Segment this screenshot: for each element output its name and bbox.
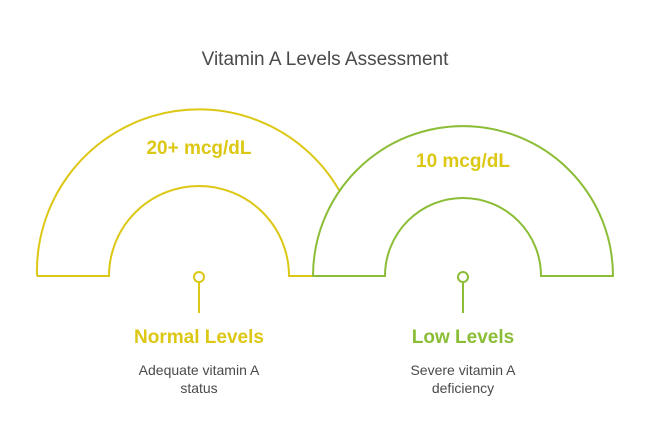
low-desc-line-2: deficiency bbox=[431, 380, 495, 396]
normal-level-arc-inner bbox=[37, 185, 313, 277]
low-level-arc bbox=[311, 125, 615, 277]
normal-level-description: Adequate vitamin A status bbox=[114, 361, 284, 397]
diagram-title: Vitamin A Levels Assessment bbox=[201, 49, 449, 70]
low-level-label: Low Levels bbox=[411, 327, 515, 348]
normal-level-value: 20+ mcg/dL bbox=[146, 138, 252, 159]
normal-level-arc bbox=[35, 108, 340, 277]
low-level-description: Severe vitamin A deficiency bbox=[378, 361, 548, 397]
normal-desc-line-1: Adequate vitamin A bbox=[138, 362, 260, 378]
normal-desc-line-2: status bbox=[180, 380, 218, 396]
normal-pin-icon bbox=[193, 271, 205, 313]
low-level-value: 10 mcg/dL bbox=[416, 151, 510, 172]
normal-level-label: Normal Levels bbox=[134, 327, 264, 348]
low-desc-line-1: Severe vitamin A bbox=[410, 362, 516, 378]
low-pin-icon bbox=[457, 271, 469, 313]
